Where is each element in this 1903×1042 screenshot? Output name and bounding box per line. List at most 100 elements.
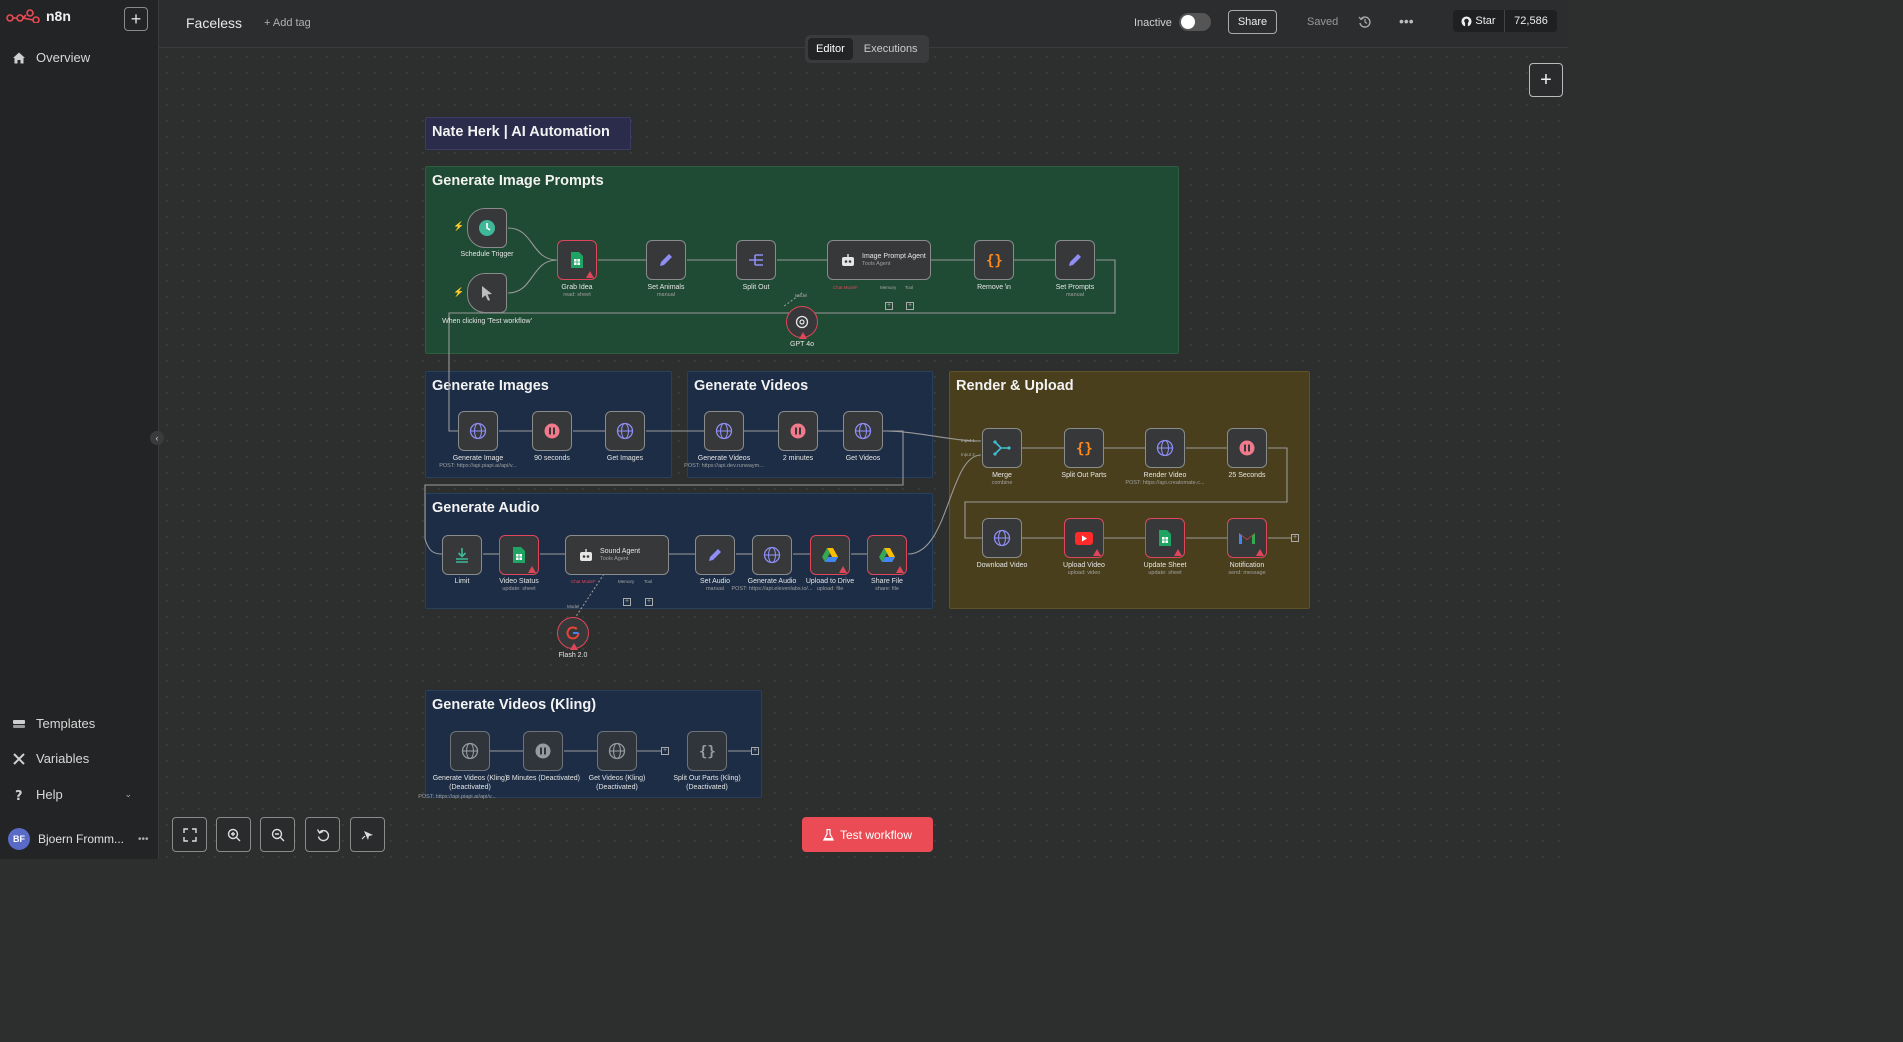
sticky-title: Generate Videos (Kling) (432, 697, 597, 713)
sticky-note[interactable]: Nate Herk | AI Automation (425, 117, 631, 150)
node-manual-trigger[interactable] (467, 273, 507, 313)
node-90-seconds[interactable] (532, 411, 572, 451)
workflow-canvas[interactable]: Nate Herk | AI Automation Generate Image… (159, 49, 1568, 859)
node-set-prompts[interactable] (1055, 240, 1095, 280)
node-split-out[interactable] (736, 240, 776, 280)
chevron-down-icon: ⌄ (124, 789, 132, 799)
node-subtitle: POST: https://api.dev.runwaym... (684, 463, 764, 469)
reset-zoom-button[interactable] (305, 817, 340, 852)
node-label: Flash 2.0 (558, 652, 588, 659)
node-label: Share File (871, 578, 903, 585)
app-name: n8n (46, 8, 71, 24)
collapse-sidebar-button[interactable]: ‹ (150, 431, 164, 445)
user-options-icon[interactable]: ••• (138, 833, 149, 845)
node-video-status[interactable] (499, 535, 539, 575)
pause-icon (790, 423, 806, 439)
node-label: 90 seconds (534, 455, 570, 462)
undo-icon (316, 828, 329, 841)
node-generate-videos-kling[interactable] (450, 731, 490, 771)
add-memory-icon[interactable]: + (623, 598, 631, 606)
connections-layer (424, 227, 1292, 752)
tidy-up-button[interactable] (350, 817, 385, 852)
add-node-button[interactable]: + (1529, 63, 1563, 97)
node-25-seconds[interactable] (1227, 428, 1267, 468)
node-get-videos[interactable] (843, 411, 883, 451)
sidebar-item-help[interactable]: ? Help ⌄ (12, 787, 132, 802)
add-tag-button[interactable]: + Add tag (264, 17, 311, 29)
node-subtitle: POST: https://api.creatomate.c... (1125, 480, 1205, 486)
more-options-icon[interactable]: ••• (1399, 13, 1414, 29)
node-download-video[interactable] (982, 518, 1022, 558)
node-2-minutes[interactable] (778, 411, 818, 451)
node-generate-image[interactable] (458, 411, 498, 451)
node-set-audio[interactable] (695, 535, 735, 575)
node-grab-idea[interactable] (557, 240, 597, 280)
node-image-prompt-agent[interactable]: Image Prompt Agent Tools Agent (827, 240, 931, 280)
warning-icon (1256, 549, 1264, 556)
sticky-note[interactable]: Render & Upload (949, 371, 1310, 609)
node-render-video[interactable] (1145, 428, 1185, 468)
node-get-videos-kling[interactable] (597, 731, 637, 771)
node-label: Merge (992, 472, 1012, 479)
node-flash-2-0[interactable] (557, 617, 589, 650)
node-upload-video[interactable] (1064, 518, 1104, 558)
node-split-out-parts[interactable]: {} (1064, 428, 1104, 468)
pencil-icon (1069, 254, 1081, 266)
github-star-button[interactable]: Star (1453, 10, 1505, 32)
add-tool-icon[interactable]: + (906, 302, 914, 310)
node-sound-agent[interactable]: Sound Agent Tools Agent (565, 535, 669, 575)
n8n-logo[interactable]: n8n (6, 8, 71, 24)
node-generate-videos[interactable] (704, 411, 744, 451)
warning-icon (1093, 549, 1101, 556)
node-limit[interactable] (442, 535, 482, 575)
workflow-name[interactable]: Faceless (186, 15, 243, 31)
node-update-sheet[interactable] (1145, 518, 1185, 558)
zoom-in-button[interactable] (216, 817, 251, 852)
add-next-node-icon[interactable]: + (661, 747, 669, 755)
sidebar-item-variables[interactable]: Variables (12, 751, 89, 766)
tab-executions[interactable]: Executions (863, 43, 918, 55)
node-label: Notification (1229, 562, 1265, 569)
add-memory-icon[interactable]: + (885, 302, 893, 310)
node-gpt-4o[interactable] (786, 306, 818, 339)
node-generate-audio[interactable] (752, 535, 792, 575)
add-next-node-icon[interactable]: + (1291, 534, 1299, 542)
share-button[interactable]: Share (1228, 10, 1277, 34)
github-star-widget[interactable]: Star 72,586 (1453, 10, 1557, 32)
node-split-out-parts-kling[interactable]: {} (687, 731, 727, 771)
user-menu[interactable]: BF Bjoern Fromm... ••• (8, 828, 149, 850)
node-share-file[interactable] (867, 535, 907, 575)
zoom-out-button[interactable] (260, 817, 295, 852)
node-notification[interactable] (1227, 518, 1267, 558)
tab-editor[interactable]: Editor (808, 38, 853, 60)
node-upload-to-drive[interactable] (810, 535, 850, 575)
node-set-animals[interactable] (646, 240, 686, 280)
sidebar-item-overview[interactable]: Overview (12, 50, 90, 65)
node-subtitle: update: sheet (1148, 570, 1182, 576)
sidebar-item-templates[interactable]: Templates (12, 716, 95, 731)
activate-toggle[interactable] (1179, 13, 1211, 31)
broom-icon (361, 830, 373, 840)
node-8-minutes[interactable] (523, 731, 563, 771)
github-star-label: Star (1475, 15, 1496, 27)
new-workflow-button[interactable]: + (124, 7, 148, 31)
warning-icon (1174, 549, 1182, 556)
zoom-to-fit-button[interactable] (172, 817, 207, 852)
node-remove-newline[interactable]: {} (974, 240, 1014, 280)
node-merge[interactable] (982, 428, 1022, 468)
port-label: Model (795, 293, 808, 298)
add-next-node-icon[interactable]: + (751, 747, 759, 755)
drive-icon (879, 548, 895, 562)
test-workflow-button[interactable]: Test workflow (802, 817, 933, 852)
node-subtitle: read: sheet (563, 292, 591, 298)
node-get-images[interactable] (605, 411, 645, 451)
globe-icon (993, 529, 1011, 547)
history-icon[interactable] (1358, 15, 1372, 29)
cursor-icon (482, 286, 492, 301)
node-schedule-trigger[interactable] (467, 208, 507, 248)
gmail-icon (1239, 533, 1255, 544)
node-subtitle: upload: video (1067, 570, 1101, 576)
globe-icon (616, 422, 634, 440)
node-subtitle: POST: https://api.elevenlabs.io/... (731, 586, 813, 592)
add-tool-icon[interactable]: + (645, 598, 653, 606)
